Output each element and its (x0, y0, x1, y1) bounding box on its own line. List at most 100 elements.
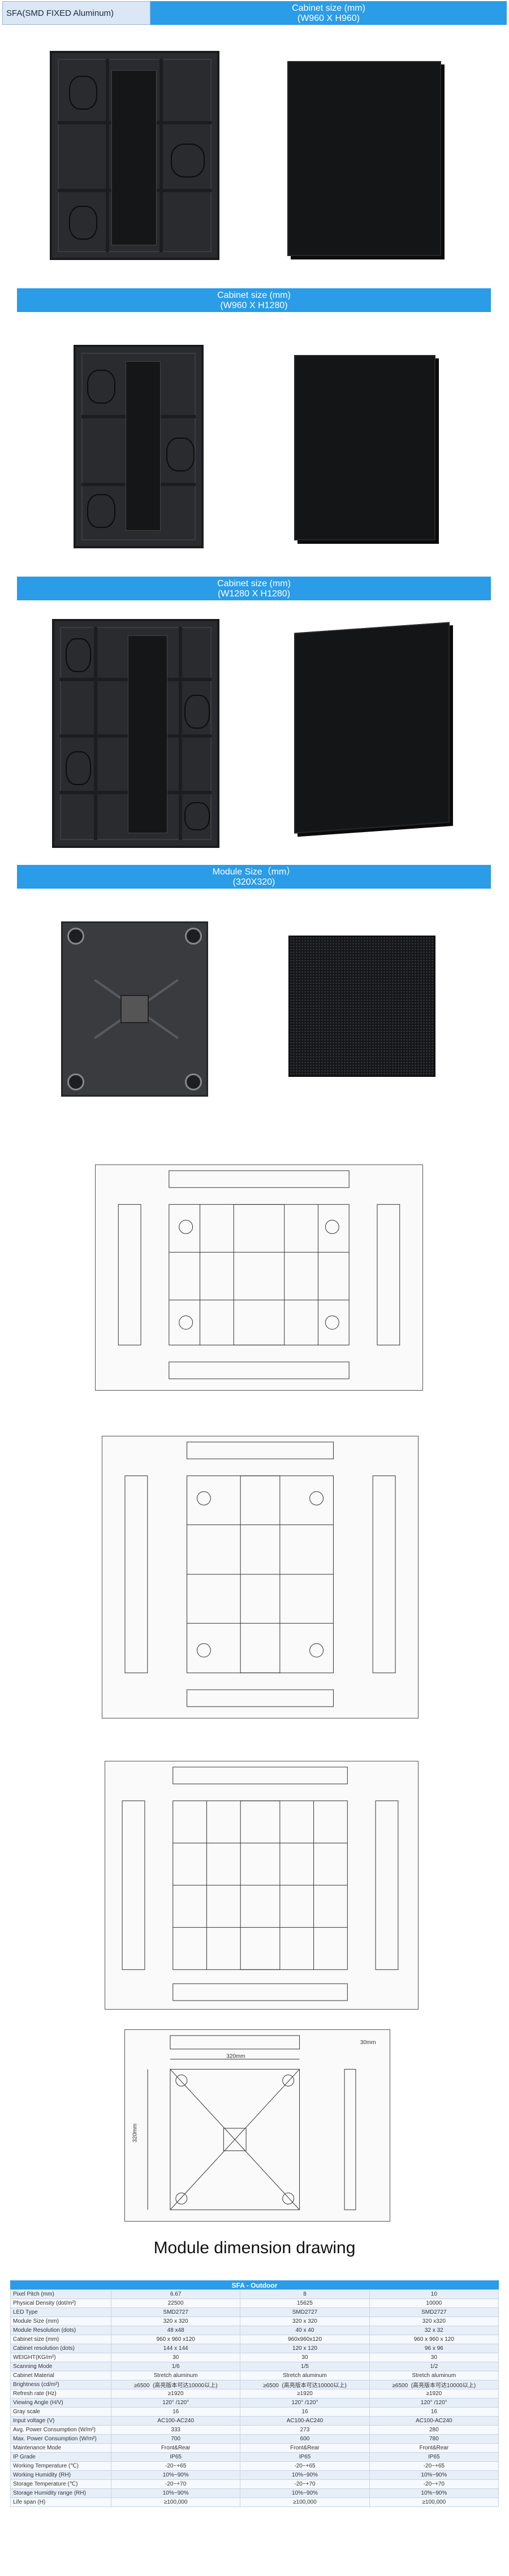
spec-label: Storage Humidity range (RH) (10, 2488, 111, 2498)
spec-value: 22500 (110, 2298, 241, 2308)
spec-value: 120 x 120 (240, 2344, 370, 2353)
module-front-image (288, 936, 435, 1077)
spec-value: 8 (240, 2289, 370, 2299)
spec-row: Working Temperature (℃)-20~+65-20~+65-20… (10, 2461, 499, 2471)
spec-value: ≥6500 (高亮版本可达10000以上) (110, 2380, 241, 2389)
spec-value: 10%~90% (110, 2470, 241, 2480)
top-header: SFA(SMD FIXED Aluminum) Cabinet size (mm… (2, 1, 507, 25)
spec-value: Front&Rear (110, 2443, 241, 2453)
spec-value: IP65 (240, 2452, 370, 2462)
spec-value: 120° /120° (110, 2398, 241, 2408)
spec-row: Refresh rate (Hz)≥1920≥1920≥1920 (10, 2389, 499, 2399)
banner-title: Module Size（mm） (212, 867, 296, 877)
spec-value: 16 (369, 2407, 499, 2417)
spec-value: 333 (110, 2425, 241, 2435)
spec-value: 16 (240, 2407, 370, 2417)
spec-value: 10000 (369, 2298, 499, 2308)
banner-size: (320X320) (232, 877, 275, 887)
banner-size: (W960 X H960) (297, 14, 360, 23)
spec-value: ≥1920 (369, 2389, 499, 2399)
spec-value: 10%~90% (369, 2470, 499, 2480)
spec-label: Pixel Pitch (mm) (10, 2289, 111, 2299)
module-dimension-drawing: 320mm 30mm 320mm (124, 2029, 390, 2222)
spec-value: -20~+70 (369, 2479, 499, 2489)
spec-label: Cabinet resolution (dots) (10, 2344, 111, 2353)
spec-value: -20~+65 (369, 2461, 499, 2471)
spec-row: Brightness (cd/m²)≥6500 (高亮版本可达10000以上)≥… (10, 2380, 499, 2389)
spec-value: 1/5 (240, 2362, 370, 2371)
spec-value: Stretch aluminum (110, 2371, 241, 2380)
spec-value: 600 (240, 2434, 370, 2444)
spec-value: 10%~90% (369, 2488, 499, 2498)
spec-value: Stretch aluminum (240, 2371, 370, 2380)
spec-value: 273 (240, 2425, 370, 2435)
spec-label: Input voltage (V) (10, 2416, 111, 2426)
spec-label: Life span (H) (10, 2497, 111, 2507)
spec-value: 30 (369, 2353, 499, 2362)
spec-value: ≥100,000 (110, 2497, 241, 2507)
spec-label: Working Humidity (RH) (10, 2470, 111, 2480)
spec-value: 960 x 960 x 120 (369, 2335, 499, 2344)
spec-value: SMD2727 (369, 2307, 499, 2317)
spec-value: 960 x 960 x120 (110, 2335, 241, 2344)
spec-row: Storage Temperature (℃)-20~+70-20~+70-20… (10, 2479, 499, 2489)
spec-value: 10%~90% (110, 2488, 241, 2498)
module-dimension-title: Module dimension drawing (153, 2239, 356, 2257)
spec-value: 30 (240, 2353, 370, 2362)
module-width-dim-label: 320mm (226, 2054, 245, 2060)
spec-value: AC100-AC240 (369, 2416, 499, 2426)
spec-value: ≥1920 (110, 2389, 241, 2399)
spec-value: SMD2727 (110, 2307, 241, 2317)
spec-value: 320 x320 (369, 2317, 499, 2326)
spec-value: 30 (110, 2353, 241, 2362)
spec-value: 700 (110, 2434, 241, 2444)
spec-label: WEIGHT(KG/m²) (10, 2353, 111, 2362)
spec-label: Viewing Angle (H/V) (10, 2398, 111, 2408)
cabinet-banner-1280x1280: Cabinet size (mm) (W1280 X H1280) (17, 577, 491, 600)
banner-title: Cabinet size (mm) (217, 291, 291, 300)
spec-label: Working Temperature (℃) (10, 2461, 111, 2471)
cabinet-banner-960: Cabinet size (mm) (W960 X H960) (150, 1, 507, 25)
spec-value: 960x960x120 (240, 2335, 370, 2344)
spec-label: Module Size (mm) (10, 2317, 111, 2326)
spec-label: Storage Temperature (℃) (10, 2479, 111, 2489)
spec-value: Front&Rear (240, 2443, 370, 2453)
cabinet-1280-front-image (294, 622, 450, 834)
spec-value: 10 (369, 2289, 499, 2299)
cabinet-1280-dimension-drawing (105, 1761, 419, 2010)
cabinet-960-dimension-drawing (95, 1164, 423, 1391)
cabinet-1280-back-image (52, 619, 219, 848)
banner-title: Cabinet size (mm) (292, 3, 365, 13)
spec-row: Life span (H)≥100,000≥100,000≥100,000 (10, 2497, 499, 2507)
spec-label: Max. Power Consumption (W/m²) (10, 2434, 111, 2444)
spec-value: ≥100,000 (369, 2497, 499, 2507)
spec-value: ≥6500 (高亮版本可达10000以上) (369, 2380, 499, 2389)
spec-value: 780 (369, 2434, 499, 2444)
spec-label: Brightness (cd/m²) (10, 2380, 111, 2389)
banner-size: (W1280 X H1280) (217, 589, 291, 599)
module-size-banner: Module Size（mm） (320X320) (17, 865, 491, 889)
spec-value: 10%~90% (240, 2488, 370, 2498)
spec-value: 280 (369, 2425, 499, 2435)
spec-value: 16 (110, 2407, 241, 2417)
spec-value: Stretch aluminum (369, 2371, 499, 2380)
cabinet-960x1280-dimension-drawing (102, 1436, 419, 1718)
spec-value: 320 x 320 (110, 2317, 241, 2326)
spec-value: -20~+65 (110, 2461, 241, 2471)
spec-value: 32 x 32 (369, 2326, 499, 2335)
spec-label: Module Resolution (dots) (10, 2326, 111, 2335)
spec-label: Gray scale (10, 2407, 111, 2417)
product-label: SFA(SMD FIXED Aluminum) (2, 1, 150, 25)
spec-value: AC100-AC240 (110, 2416, 241, 2426)
